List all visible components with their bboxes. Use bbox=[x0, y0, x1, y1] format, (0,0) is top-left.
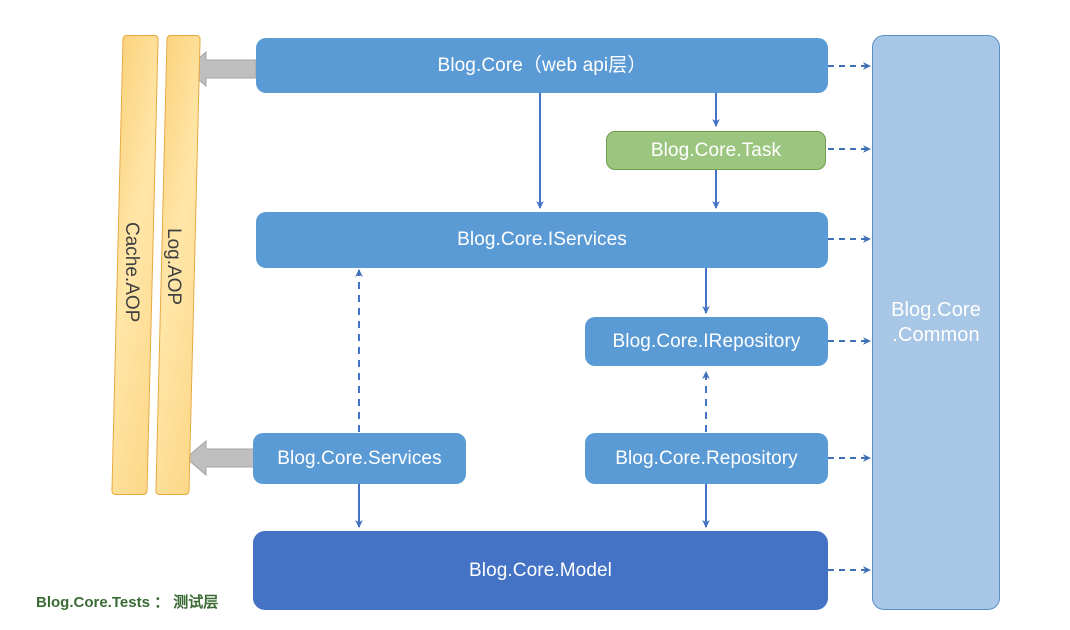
legend-line-tests: Blog.Core.Tests ： 测试层 bbox=[36, 594, 219, 611]
node-blog-core-repository[interactable]: Blog.Core.Repository bbox=[585, 433, 828, 484]
node-blog-core-model[interactable]: Blog.Core.Model bbox=[253, 531, 828, 610]
node-blog-core-services[interactable]: Blog.Core.Services bbox=[253, 433, 466, 484]
node-blog-core-web-api[interactable]: Blog.Core（web api层） bbox=[256, 38, 828, 93]
node-blog-core-task[interactable]: Blog.Core.Task bbox=[606, 131, 826, 170]
aop-bar-cache-label: Cache.AOP bbox=[121, 222, 142, 323]
node-blog-core-irepository[interactable]: Blog.Core.IRepository bbox=[585, 317, 828, 366]
node-blog-core-iservices[interactable]: Blog.Core.IServices bbox=[256, 212, 828, 268]
block-arrow-services-to-aop bbox=[185, 439, 257, 477]
aop-bar-log-label: Log.AOP bbox=[163, 228, 184, 306]
node-blog-core-common[interactable]: Blog.Core .Common bbox=[872, 35, 1000, 610]
legend: Blog.Core.Tests ： 测试层 Blog.Core.Frame： 模… bbox=[36, 547, 221, 630]
